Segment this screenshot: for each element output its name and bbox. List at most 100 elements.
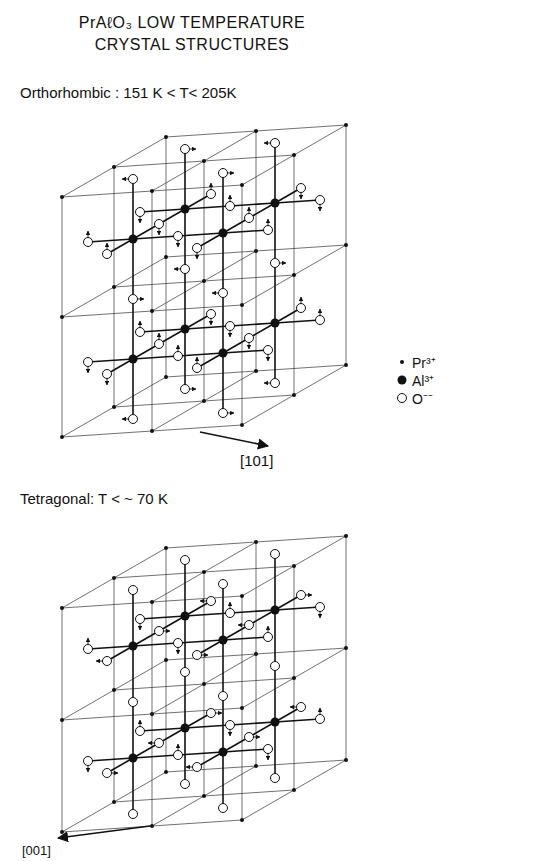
crystal-figure <box>60 534 348 834</box>
lattice-line <box>166 371 256 377</box>
o-atom <box>226 202 235 211</box>
o-atom <box>264 745 273 754</box>
pr-atom <box>292 273 296 277</box>
pr-atom <box>344 534 348 538</box>
al-o-bond <box>275 719 320 722</box>
displacement-arrow <box>200 601 207 602</box>
lattice-line <box>62 191 152 197</box>
al-o-bond <box>184 728 186 784</box>
al-o-bond <box>223 749 268 752</box>
al-o-bond <box>275 607 320 610</box>
al-o-bond <box>140 728 185 731</box>
pr-atom <box>60 830 64 834</box>
pr-atom <box>150 309 154 313</box>
o-atom <box>155 627 164 636</box>
o-atom <box>103 370 112 379</box>
pr-atom <box>60 606 64 610</box>
lattice-line <box>152 311 153 431</box>
lattice-line <box>152 305 242 311</box>
displacement-arrow <box>254 737 261 738</box>
lattice-line <box>204 371 256 401</box>
o-atom <box>316 715 325 724</box>
o-atom <box>226 609 235 618</box>
displacement-arrow <box>186 767 193 768</box>
o-atom <box>271 774 280 783</box>
al-o-bond <box>184 149 186 209</box>
label: [101] <box>240 452 273 469</box>
o-atom <box>181 668 190 677</box>
o-atom <box>136 328 145 337</box>
legend-text: Pr³⁺ <box>412 353 436 372</box>
displacement-arrow <box>268 355 269 362</box>
displacement-arrow <box>174 269 181 270</box>
o-atom <box>207 709 216 718</box>
pr-atom <box>112 688 116 692</box>
o-atom <box>136 615 145 624</box>
o-atom <box>245 621 254 630</box>
o-atom <box>193 651 202 660</box>
pr-atom <box>164 135 168 139</box>
al-o-bond <box>132 646 134 702</box>
o-atom <box>84 757 93 766</box>
lattice-line <box>204 155 294 161</box>
al-o-bond <box>222 233 224 293</box>
al-atom <box>181 724 190 733</box>
al-o-bond <box>178 752 223 755</box>
al-o-bond <box>140 616 185 619</box>
al-o-bond <box>274 554 276 610</box>
lattice-line <box>62 578 114 608</box>
o-atom <box>181 780 190 789</box>
displacement-arrow <box>320 205 321 212</box>
al-o-bond <box>184 616 186 672</box>
pr-atom <box>112 800 116 804</box>
displacement-arrow <box>320 309 321 316</box>
lattice-line <box>242 395 294 425</box>
al-o-bond <box>88 758 133 761</box>
pr-atom <box>240 594 244 598</box>
pr-atom <box>202 682 206 686</box>
pr-atom <box>344 646 348 650</box>
pr-atom <box>344 123 348 127</box>
lattice-line <box>152 281 204 311</box>
lattice-line <box>256 251 257 371</box>
lattice-line <box>294 155 295 275</box>
displacement-arrow <box>268 219 269 226</box>
o-atom <box>297 184 306 193</box>
al-o-bond <box>230 610 275 613</box>
al-o-bond <box>184 560 186 616</box>
displacement-arrow <box>112 773 119 774</box>
al-atom <box>219 748 228 757</box>
lattice-line <box>204 281 205 401</box>
displacement-arrow <box>190 389 197 390</box>
lattice-line <box>204 251 256 281</box>
displacement-arrow <box>249 207 250 214</box>
lattice-line <box>114 690 115 802</box>
displacement-arrow <box>140 720 141 727</box>
al-o-bond <box>140 329 185 332</box>
lattice-line <box>152 572 204 602</box>
al-o-bond <box>222 293 224 353</box>
o-atom <box>245 733 254 742</box>
al-o-bond <box>132 299 134 359</box>
o-atom <box>155 340 164 349</box>
displacement-arrow <box>96 661 103 662</box>
displacement-arrow <box>159 229 160 236</box>
displacement-arrow <box>320 708 321 715</box>
lattice-line <box>114 796 204 802</box>
al-o-bond <box>184 269 186 329</box>
displacement-arrow <box>211 319 212 326</box>
o-atom <box>129 698 138 707</box>
legend-text: O⁻⁻ <box>412 389 433 408</box>
pr-atom <box>240 818 244 822</box>
lattice-line <box>152 796 204 826</box>
displacement-arrow <box>190 149 197 150</box>
lattice-line <box>62 690 114 720</box>
displacement-arrow <box>140 624 141 631</box>
lattice-line <box>114 287 115 407</box>
crystal-figure <box>60 123 348 439</box>
displacement-arrow <box>202 655 209 656</box>
lattice-line <box>242 185 243 305</box>
o-atom <box>174 751 183 760</box>
lattice-line <box>204 684 205 796</box>
al-o-bond <box>274 666 276 722</box>
